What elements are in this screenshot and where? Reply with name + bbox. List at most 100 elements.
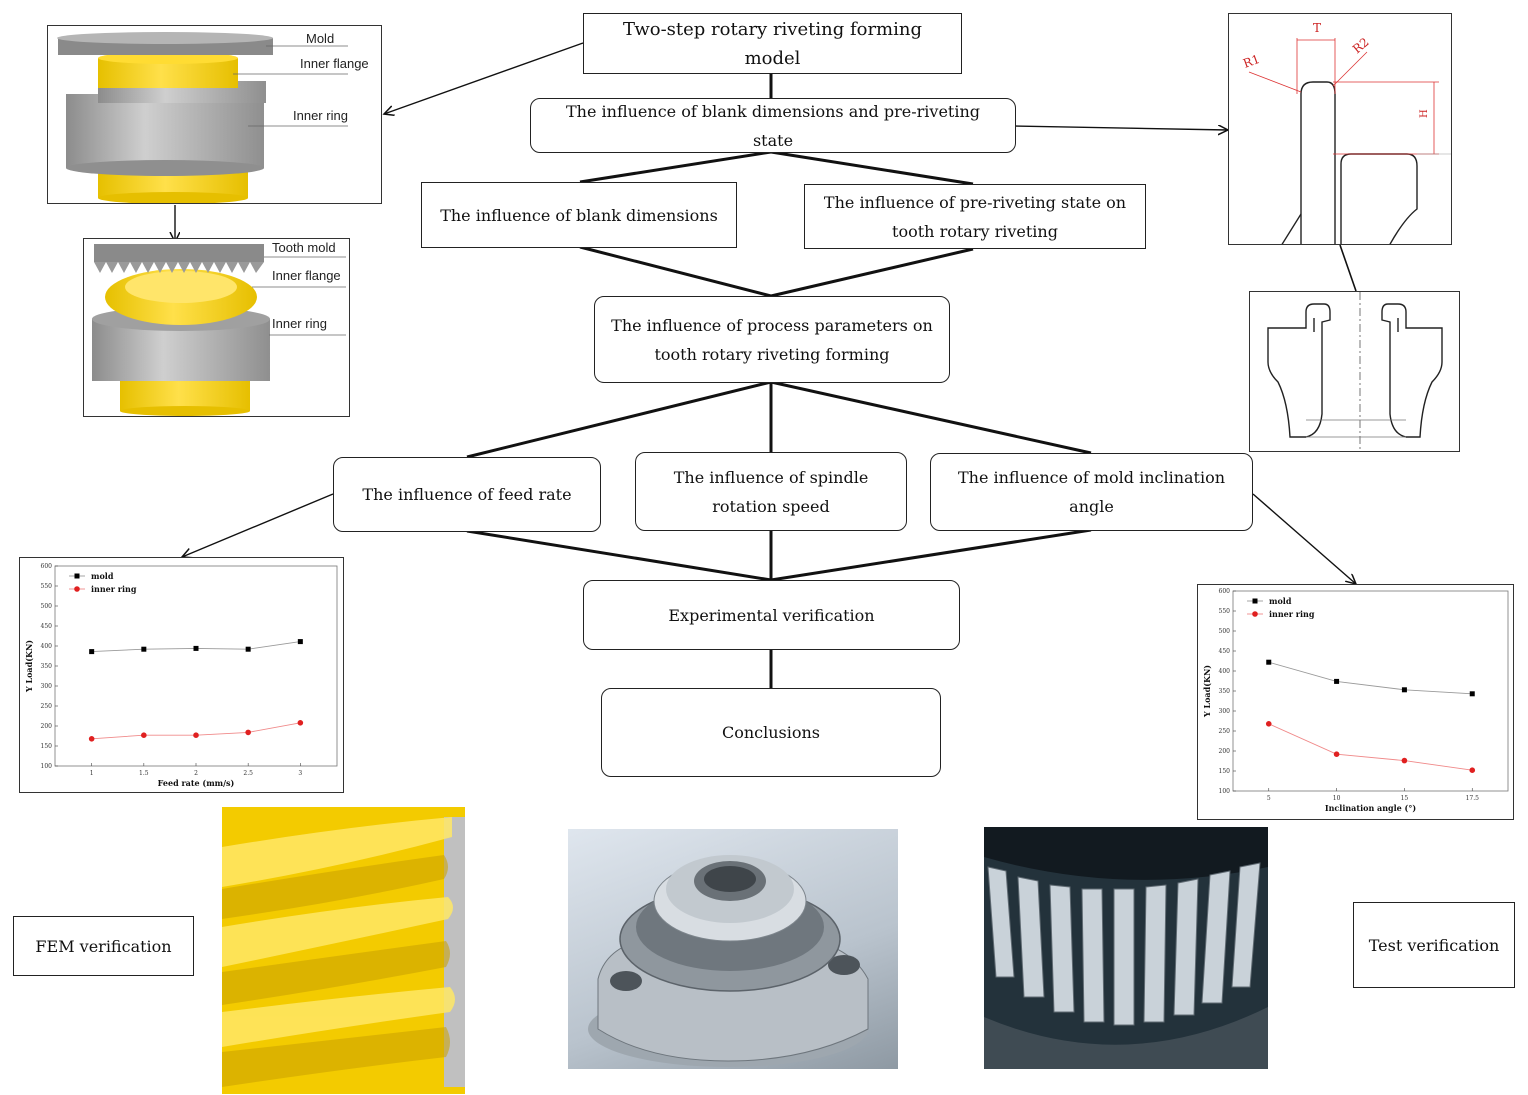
process-parameters-box: The influence of process parameters on t… [594, 296, 950, 383]
x-tick-label: 3 [298, 770, 302, 777]
line-drawing-to-section [1339, 244, 1357, 292]
y-tick-label: 300 [41, 683, 53, 690]
dimension-h-label: H [1419, 109, 1430, 118]
x-axis-label: Feed rate (mm/s) [158, 778, 235, 788]
inner-ring-label: Inner ring [293, 108, 348, 123]
y-tick-label: 250 [41, 703, 53, 710]
tooth-model-illustration [92, 244, 346, 416]
x-tick-label: 2 [194, 770, 198, 777]
y-tick-label: 550 [1219, 608, 1231, 615]
fem-tooth-image [222, 807, 465, 1094]
line-to-inclination [770, 380, 1092, 455]
data-point-mold [193, 645, 199, 651]
legend-marker-inner-ring [74, 586, 80, 592]
y-tick-label: 100 [1219, 788, 1231, 795]
data-point-inner-ring [297, 720, 304, 726]
cross-section-drawing [1267, 292, 1443, 451]
y-tick-label: 400 [41, 643, 53, 650]
spindle-speed-box: The influence of spindle rotation speed [635, 452, 907, 531]
fem-verification-box: FEM verification [13, 916, 194, 976]
tooth-model-panel: Tooth mold Inner flange Inner ring [83, 238, 350, 417]
legend-marker-inner-ring [1252, 611, 1258, 617]
data-point-mold [89, 649, 95, 655]
y-tick-label: 100 [41, 763, 53, 770]
series-line-mold [1268, 661, 1473, 695]
inner-flange-label: Inner flange [300, 56, 369, 71]
x-tick-label: 2.5 [243, 770, 253, 777]
line-inclination-to-experiment [770, 528, 1092, 582]
line-prerivet-to-process [770, 247, 974, 298]
dimension-drawing: T R1 R2 H [1241, 21, 1451, 244]
data-point-mold [1401, 687, 1407, 693]
y-tick-label: 450 [1219, 648, 1231, 655]
inclination-label-line2: angle [1069, 497, 1114, 516]
x-axis-label: Inclination angle (°) [1325, 803, 1416, 813]
line-to-feed [466, 380, 772, 459]
test-tooth-shapes [984, 827, 1268, 1069]
line-to-prerivet-box [770, 150, 974, 186]
x-tick-label: 15 [1401, 795, 1409, 802]
y-tick-label: 350 [1219, 688, 1231, 695]
fem-tooth-shapes [222, 807, 465, 1094]
y-tick-label: 600 [1219, 588, 1231, 595]
test-verification-box: Test verification [1353, 902, 1515, 988]
dimension-t-label: T [1313, 21, 1321, 35]
process-label-line2: tooth rotary riveting forming [654, 344, 890, 364]
y-tick-label: 200 [1219, 748, 1231, 755]
prerivet-label-line2: tooth rotary riveting [892, 221, 1058, 241]
y-tick-label: 200 [41, 723, 53, 730]
blank-dimensions-box: The influence of blank dimensions [421, 182, 737, 248]
x-tick-label: 1 [90, 770, 94, 777]
experimental-verification-label: Experimental verification [668, 605, 875, 625]
model-illustration [57, 32, 348, 203]
tooth-inner-flange-label: Inner flange [272, 268, 341, 283]
x-tick-label: 17.5 [1466, 795, 1480, 802]
legend-label: mold [1269, 596, 1292, 606]
conclusions-label: Conclusions [721, 723, 821, 742]
data-point-inner-ring [193, 732, 199, 738]
data-point-inner-ring [1401, 757, 1408, 764]
spindle-label-line1: The influence of spindle [673, 467, 869, 487]
y-axis-label: Y Load(KN) [24, 640, 34, 693]
mold-label: Mold [306, 31, 335, 46]
inclination-label-line1: The influence of mold inclination [957, 468, 1226, 487]
feed-rate-label: The influence of feed rate [362, 485, 572, 504]
data-point-mold [1334, 678, 1340, 684]
arrow-to-drawing [1014, 126, 1228, 130]
data-point-inner-ring [141, 732, 147, 738]
top-model-label: Two-step rotary riveting forming model [622, 18, 922, 69]
tooth-mold-label: Tooth mold [272, 240, 336, 255]
dimension-drawing-panel: T R1 R2 H [1228, 13, 1452, 245]
blank-dimensions-label: The influence of blank dimensions [440, 205, 718, 225]
data-point-mold [141, 646, 147, 652]
y-tick-label: 500 [1219, 628, 1231, 635]
blank-prerivet-box: The influence of blank dimensions and pr… [530, 98, 1016, 153]
x-tick-label: 1.5 [139, 770, 149, 777]
x-tick-label: 10 [1333, 795, 1341, 802]
data-point-inner-ring [1469, 767, 1476, 773]
arrow-to-model [384, 42, 584, 114]
dimension-r1-label: R1 [1241, 52, 1261, 71]
arrow-to-angle-chart [1252, 493, 1356, 584]
dimension-r2-label: R2 [1350, 35, 1372, 56]
process-label-line1: The influence of process parameters on [611, 315, 933, 335]
legend-label: inner ring [91, 584, 137, 594]
data-point-inner-ring [88, 736, 95, 742]
blank-prerivet-label: The influence of blank dimensions and pr… [565, 101, 980, 150]
y-tick-label: 600 [41, 563, 53, 570]
y-tick-label: 300 [1219, 708, 1231, 715]
top-model-box: Two-step rotary riveting forming model [583, 13, 962, 74]
experimental-verification-box: Experimental verification [583, 580, 960, 650]
spindle-label-line2: rotation speed [712, 496, 830, 516]
legend-label: inner ring [1269, 609, 1315, 619]
y-tick-label: 450 [41, 623, 53, 630]
inclination-box: The influence of mold inclination angle [930, 453, 1253, 531]
feed-rate-box: The influence of feed rate [333, 457, 601, 532]
y-tick-label: 250 [1219, 728, 1231, 735]
